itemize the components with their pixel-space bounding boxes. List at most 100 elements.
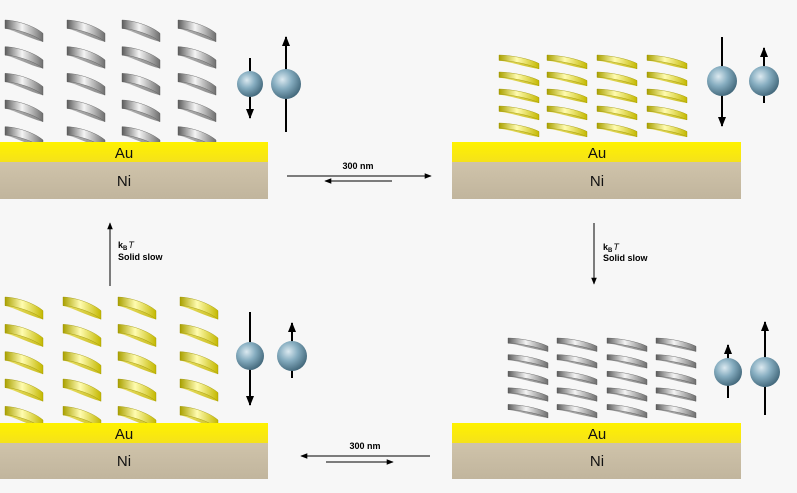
alpha-helix (507, 337, 549, 419)
gold-label: Au (115, 426, 133, 443)
helix-front-strand (655, 370, 697, 386)
alpha-helix (606, 337, 648, 419)
helix-front-strand (179, 378, 219, 402)
helix-front-strand (546, 105, 588, 121)
panel-bottom-left: Au Ni (0, 296, 307, 479)
helix-front-strand (646, 105, 688, 121)
spin-ball (237, 71, 263, 97)
helix-front-strand (177, 99, 217, 123)
panel-top-right: Au Ni (452, 37, 779, 199)
helix-front-strand (177, 19, 217, 43)
spin-ball (750, 357, 780, 387)
kbt-label: kBT (603, 242, 620, 254)
helix-front-strand (507, 370, 549, 386)
nickel-label: Ni (590, 173, 604, 190)
helix-front-strand (596, 54, 638, 70)
helix-group (498, 54, 688, 138)
alpha-helix (4, 296, 44, 430)
helix-front-strand (655, 387, 697, 402)
gold-label: Au (588, 145, 606, 162)
helix-front-strand (4, 99, 44, 123)
nickel-layer (0, 162, 268, 199)
helix-front-strand (62, 296, 102, 320)
nickel-label: Ni (117, 453, 131, 470)
gold-layer (0, 423, 268, 443)
nickel-label: Ni (117, 173, 131, 190)
helix-front-strand (655, 337, 697, 352)
helix-front-strand (556, 387, 598, 402)
alpha-helix (179, 296, 219, 430)
spin-ball (236, 342, 264, 370)
helix-front-strand (507, 354, 549, 369)
alpha-helix (646, 54, 688, 138)
nickel-label: Ni (590, 453, 604, 470)
nickel-layer (452, 443, 741, 479)
alpha-helix (498, 54, 540, 138)
alpha-helix (546, 54, 588, 138)
panel-bottom-right: Au Ni (452, 321, 780, 479)
left-relaxation: kBT Solid slow (107, 222, 164, 286)
helix-front-strand (646, 88, 688, 104)
helix-front-strand (117, 296, 157, 320)
nickel-layer (452, 162, 741, 199)
gold-label: Au (115, 145, 133, 162)
helix-front-strand (117, 351, 157, 375)
alpha-helix (177, 19, 217, 149)
helix-front-strand (498, 88, 540, 104)
nickel-layer (0, 443, 268, 479)
spin-ball (271, 69, 301, 99)
spin-pair (707, 37, 779, 127)
helix-front-strand (177, 73, 217, 96)
helix-front-strand (66, 46, 106, 69)
spin-pair (236, 312, 307, 406)
helix-front-strand (62, 324, 102, 348)
top-transition: 300 nm (287, 161, 432, 184)
helix-front-strand (121, 19, 161, 43)
helix-front-strand (596, 71, 638, 87)
helix-front-strand (66, 19, 106, 43)
helix-front-strand (655, 404, 697, 419)
alpha-helix (117, 296, 157, 430)
gold-layer (452, 423, 741, 443)
spin-ball (714, 358, 742, 386)
helix-front-strand (62, 351, 102, 375)
helix-front-strand (4, 351, 44, 375)
helix-front-strand (556, 337, 598, 352)
helix-front-strand (4, 378, 44, 402)
spin-pair (237, 36, 301, 132)
bottom-transition: 300 nm (300, 441, 430, 465)
helix-front-strand (596, 122, 638, 138)
helix-front-strand (4, 324, 44, 348)
helix-front-strand (507, 337, 549, 352)
gold-layer (0, 142, 268, 162)
alpha-helix (556, 337, 598, 419)
helix-front-strand (507, 404, 549, 419)
helix-front-strand (4, 19, 44, 43)
alpha-helix (62, 296, 102, 430)
helix-front-strand (646, 122, 688, 138)
helix-front-strand (646, 71, 688, 87)
helix-front-strand (606, 354, 648, 369)
alpha-helix (655, 337, 697, 419)
helix-front-strand (596, 88, 638, 104)
helix-group (507, 337, 697, 419)
helix-front-strand (4, 296, 44, 320)
helix-front-strand (498, 122, 540, 138)
helix-front-strand (179, 324, 219, 348)
right-relaxation: kBT Solid slow (591, 223, 649, 285)
helix-front-strand (4, 73, 44, 96)
helix-front-strand (606, 337, 648, 352)
panel-top-left: Au Ni (0, 19, 301, 199)
spin-ball (277, 341, 307, 371)
helix-front-strand (655, 354, 697, 369)
helix-front-strand (546, 71, 588, 87)
helix-front-strand (117, 324, 157, 348)
helix-front-strand (646, 54, 688, 70)
wavelength-label-bottom: 300 nm (349, 441, 380, 451)
spin-ball (749, 66, 779, 96)
helix-front-strand (546, 122, 588, 138)
process-label: Solid slow (118, 252, 164, 262)
process-label: Solid slow (603, 253, 649, 263)
helix-group (4, 296, 219, 430)
